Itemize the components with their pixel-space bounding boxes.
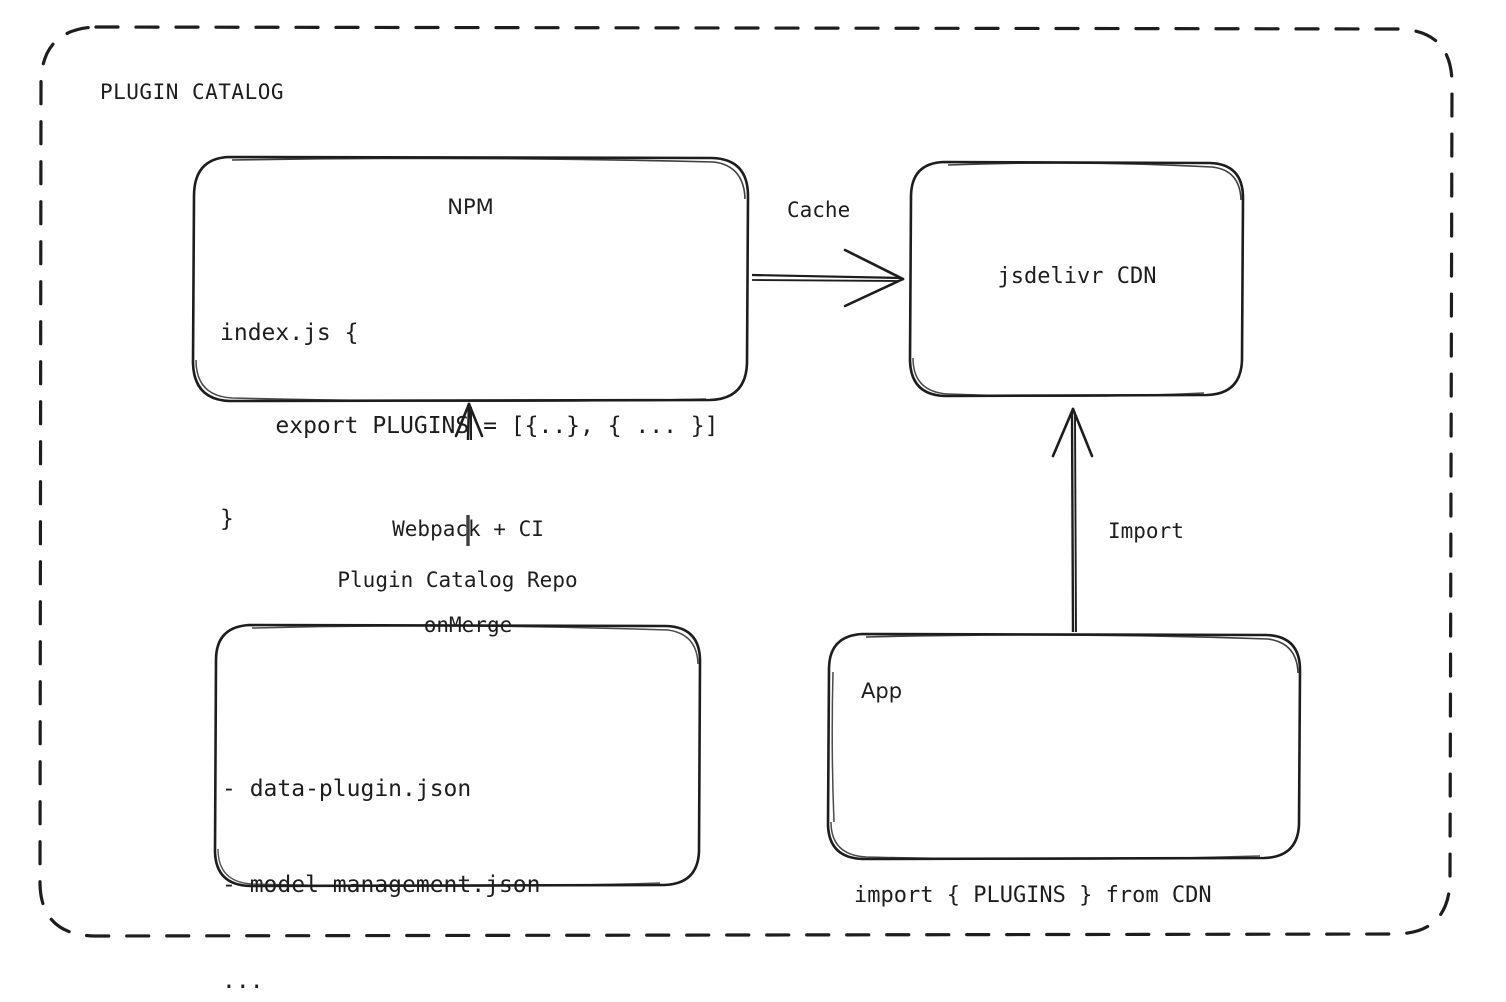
npm-code-block: index.js { export PLUGINS = [{..}, { ...… [220,256,719,597]
npm-code-line: export PLUGINS = [{..}, { ... }] [220,413,719,439]
list-item: - data-plugin.json [222,776,472,802]
list-item: - model-management.json [222,872,541,898]
edge-app-to-cdn-arrow [1051,407,1094,633]
app-code-block: import { PLUGINS } from CDN PLUGINS.forE… [854,738,1212,1002]
edge-label-line-1: Webpack + CI [392,517,544,541]
edge-label-webpack-ci: Webpack + CI onMerge [331,449,605,705]
cdn-node-title: jsdelivr CDN [997,264,1157,289]
npm-code-line: } [220,506,234,532]
edge-label-line-2: onMerge [423,613,513,637]
npm-node-title: NPM [447,195,494,219]
repo-node-caption: Plugin Catalog Repo [337,568,578,592]
page-title: PLUGIN CATALOG [100,80,285,104]
edge-label-cache: Cache [787,198,851,222]
app-code-line: import { PLUGINS } from CDN [854,883,1212,908]
npm-code-line: index.js { [220,320,359,346]
repo-file-list: - data-plugin.json - model-management.js… [222,709,541,1002]
list-item: ... [222,968,264,994]
edge-npm-to-cdn-arrow [751,248,905,308]
edge-label-import: Import [1108,519,1184,543]
app-node-title: App [861,679,903,703]
